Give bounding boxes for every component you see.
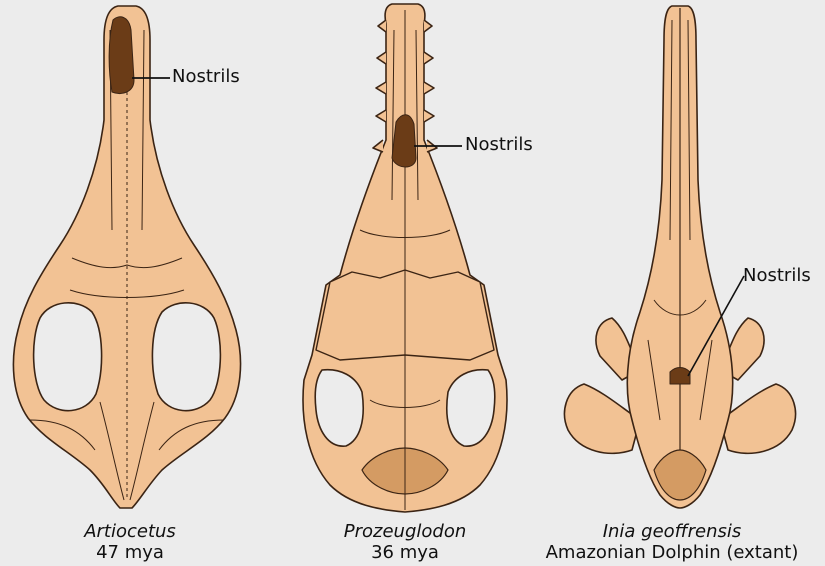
nostrils-label-artiocetus: Nostrils	[172, 66, 240, 87]
skull-artiocetus	[12, 5, 242, 509]
species-age: 36 mya	[371, 542, 439, 563]
skull-inia	[563, 5, 797, 509]
species-description: Amazonian Dolphin (extant)	[545, 542, 799, 563]
caption-prozeuglodon: Prozeuglodon 36 mya	[320, 521, 490, 563]
caption-inia: Inia geoffrensis Amazonian Dolphin (exta…	[522, 521, 822, 563]
species-name: Artiocetus	[84, 521, 176, 542]
nostrils-label-inia: Nostrils	[743, 265, 811, 286]
species-name: Inia geoffrensis	[602, 521, 742, 542]
species-name: Prozeuglodon	[343, 521, 467, 542]
skull-prozeuglodon	[302, 3, 508, 513]
species-age: 47 mya	[96, 542, 164, 563]
nostrils-label-prozeuglodon: Nostrils	[465, 134, 533, 155]
caption-artiocetus: Artiocetus 47 mya	[55, 521, 205, 563]
leader-line-inia	[687, 275, 745, 377]
